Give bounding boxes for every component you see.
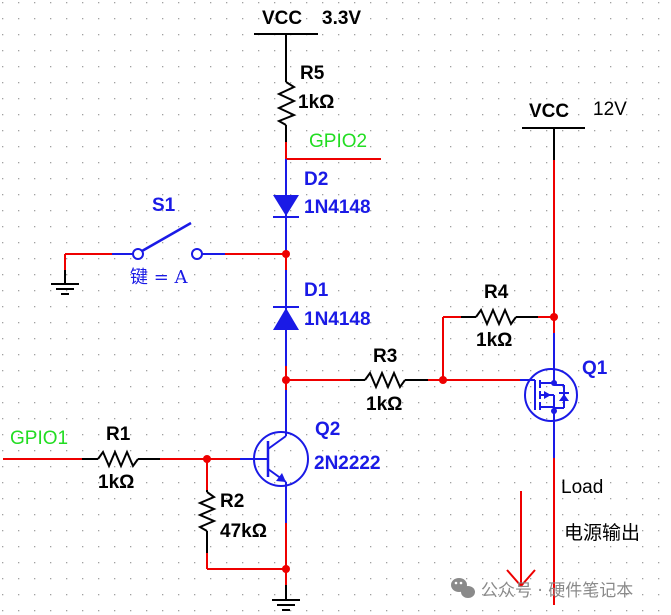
resistor-r3[interactable]: R3 1kΩ (286, 346, 520, 415)
wechat-icon (451, 578, 475, 598)
load-output[interactable]: Load 电源输出 (553, 458, 640, 605)
transistor-q2[interactable]: Q2 2N2222 (240, 419, 381, 585)
s1-ref: S1 (152, 195, 176, 216)
gpio1-label: GPIO1 (10, 428, 68, 449)
gpio1-net[interactable]: GPIO1 (3, 428, 82, 460)
diode-d2[interactable]: D2 1N4148 (273, 159, 371, 254)
vcc-12v-power-symbol: VCC 12V (522, 99, 627, 160)
grid-dots (2, 2, 660, 612)
resistor-r5[interactable]: R5 1kΩ (276, 63, 334, 142)
ground-symbol-s1 (51, 254, 79, 295)
resistor-r4[interactable]: R4 1kΩ (442, 282, 554, 380)
s1-key-label: 键 = A (130, 267, 189, 288)
r3-ref: R3 (373, 346, 397, 367)
d1-ref: D1 (304, 280, 329, 301)
r3-value: 1kΩ (366, 394, 402, 415)
vcc-12v-name: VCC (529, 101, 569, 122)
diode-d1[interactable]: D1 1N4148 (273, 270, 371, 366)
vcc-12v-value: 12V (593, 99, 627, 120)
r1-ref: R1 (106, 424, 131, 445)
d1-value: 1N4148 (304, 309, 371, 330)
resistor-r1[interactable]: R1 1kΩ (82, 424, 240, 493)
q2-value: 2N2222 (314, 453, 381, 474)
r1-value: 1kΩ (98, 472, 134, 493)
q2-ref: Q2 (315, 419, 340, 440)
ground-symbol-q2 (272, 585, 300, 611)
q1-ref: Q1 (582, 358, 608, 379)
gpio2-label: GPIO2 (309, 131, 367, 152)
arrow-down-icon (506, 491, 536, 588)
power-output-label: 电源输出 (564, 522, 640, 544)
r4-ref: R4 (484, 282, 509, 303)
r4-value: 1kΩ (476, 330, 512, 351)
gpio2-net[interactable]: GPIO2 (285, 131, 381, 160)
d2-value: 1N4148 (304, 197, 371, 218)
d2-ref: D2 (304, 169, 328, 190)
junction-dot (282, 565, 290, 573)
r2-value: 47kΩ (220, 521, 267, 542)
junction-dot (550, 313, 558, 321)
watermark-text: 公众号 · 硬件笔记本 (481, 581, 633, 601)
r2-ref: R2 (220, 491, 244, 512)
resistor-r2[interactable]: R2 47kΩ (197, 459, 286, 570)
r5-ref: R5 (300, 63, 325, 84)
watermark: 公众号 · 硬件笔记本 (451, 578, 633, 601)
vcc-3v3-value: 3.3V (322, 8, 361, 29)
vcc-3v3-name: VCC (262, 8, 302, 29)
vcc-3v3-power-symbol: VCC 3.3V (254, 8, 361, 82)
switch-s1[interactable]: S1 键 = A (65, 195, 286, 288)
mosfet-q1[interactable]: Q1 (520, 333, 608, 458)
load-label: Load (561, 477, 603, 498)
r5-value: 1kΩ (298, 92, 334, 113)
